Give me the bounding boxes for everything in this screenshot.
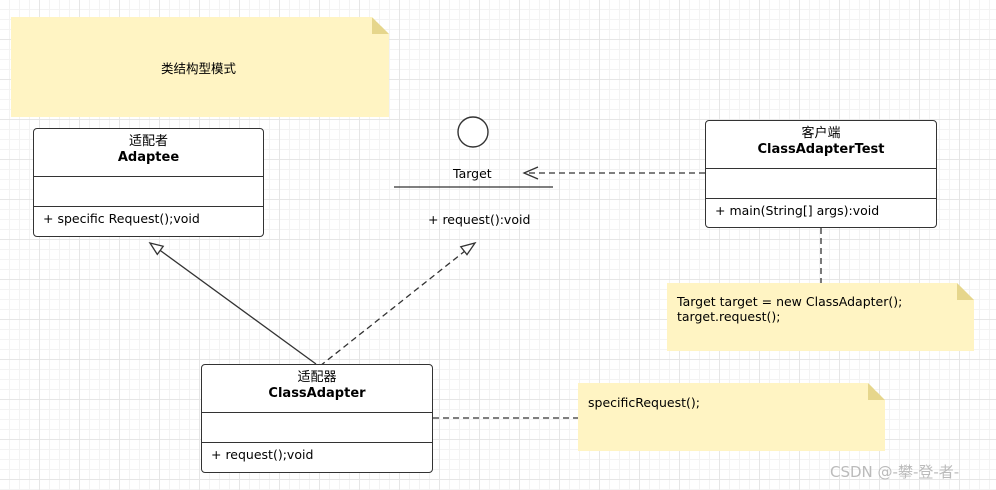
target-interface-operation: + request():void	[428, 212, 531, 227]
class-adapter[interactable]: 适配器 ClassAdapter + request();void	[201, 364, 433, 473]
target-interface-name[interactable]: Target	[453, 166, 492, 181]
watermark: CSDN @-攀-登-者-	[830, 463, 960, 481]
target-interface-circle	[457, 116, 489, 148]
class-client-attributes	[706, 169, 936, 199]
inheritance-arrowhead-adaptee	[148, 241, 165, 256]
client-code-note[interactable]: Target target = new ClassAdapter(); targ…	[667, 283, 974, 351]
class-client-name: ClassAdapterTest	[757, 142, 885, 157]
class-adaptee-name: Adaptee	[117, 150, 180, 165]
class-adapter-attributes	[202, 413, 432, 443]
dependency-arrowhead-target	[522, 166, 539, 180]
class-client-header: 客户端 ClassAdapterTest	[706, 121, 936, 169]
inheritance-edge-adapter-to-adaptee	[149, 242, 317, 365]
title-note[interactable]: 类结构型模式	[11, 17, 389, 117]
class-adapter-operation: + request();void	[211, 447, 314, 462]
class-client-stereotype: 客户端	[801, 126, 841, 141]
title-note-text: 类结构型模式	[161, 61, 237, 76]
realization-arrowhead-target	[459, 241, 477, 256]
class-adapter-name: ClassAdapter	[268, 386, 366, 401]
realization-edge-adapter-to-target	[319, 242, 476, 367]
adapter-code-note-text: specificRequest();	[588, 395, 700, 410]
class-adaptee-attributes	[34, 177, 263, 207]
class-adaptee[interactable]: 适配者 Adaptee + specific Request();void	[33, 128, 264, 237]
adapter-code-note[interactable]: specificRequest();	[578, 383, 885, 451]
class-adaptee-header: 适配者 Adaptee	[34, 129, 263, 177]
class-adaptee-stereotype: 适配者	[128, 134, 168, 149]
class-client[interactable]: 客户端 ClassAdapterTest + main(String[] arg…	[705, 120, 937, 228]
class-adapter-stereotype: 适配器	[297, 370, 337, 385]
class-adaptee-operation: + specific Request();void	[43, 211, 200, 226]
class-client-operation: + main(String[] args):void	[715, 203, 880, 218]
client-code-note-text: Target target = new ClassAdapter(); targ…	[677, 294, 903, 324]
class-adapter-header: 适配器 ClassAdapter	[202, 365, 432, 413]
